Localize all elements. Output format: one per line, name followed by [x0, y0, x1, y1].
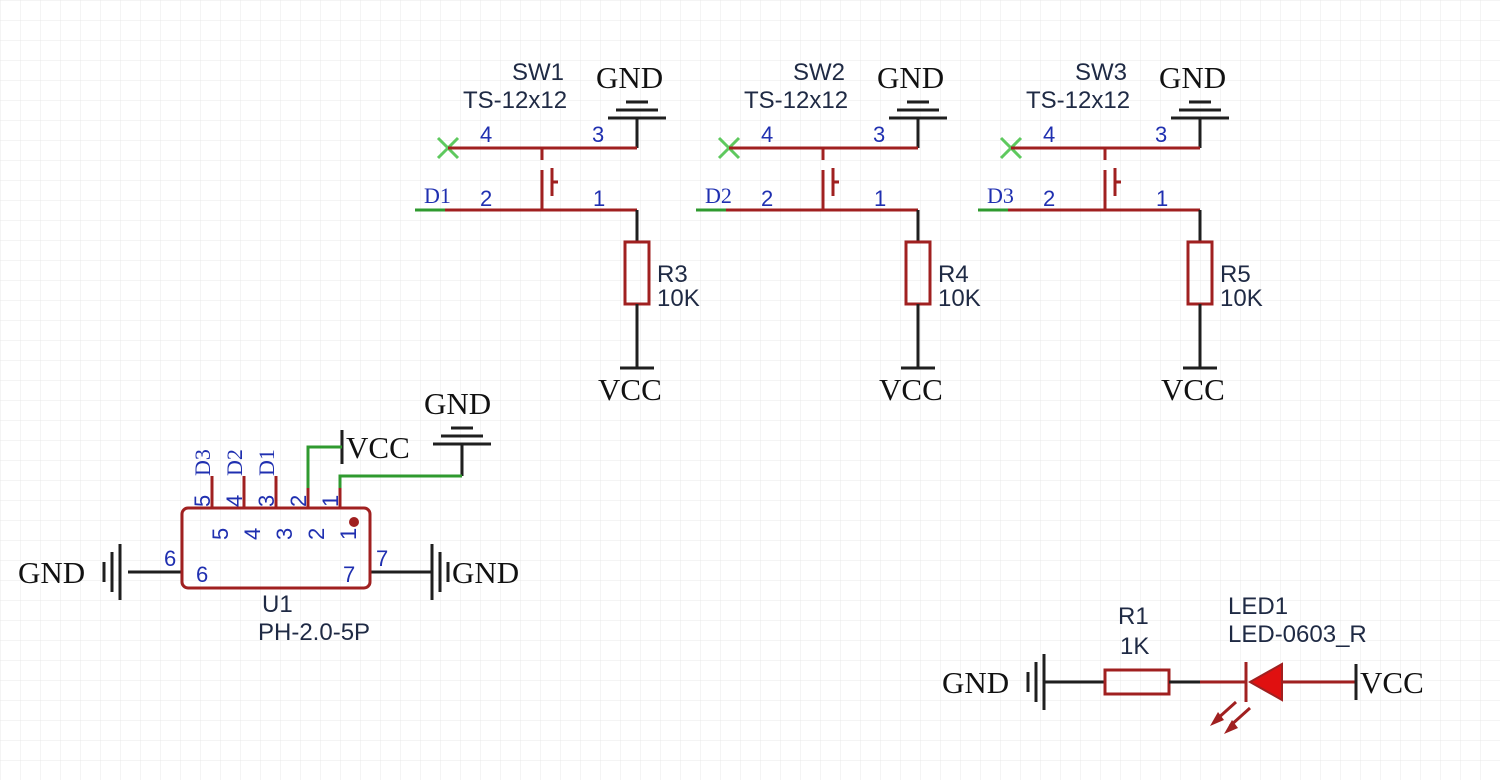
u1-gnd-right-label: GND [452, 555, 519, 590]
sw3-gnd-label: GND [1159, 60, 1226, 95]
sw3-pin3: 3 [1155, 122, 1167, 147]
r5-value: 10K [1220, 285, 1263, 312]
led-circuit[interactable]: GND R1 1K VCC LED1 LED-0603_R [942, 593, 1424, 734]
sw2-pin4: 4 [761, 122, 773, 147]
u1-ref: U1 [262, 591, 293, 618]
led-gnd-symbol [1026, 654, 1105, 710]
sw1-pin4: 4 [480, 122, 492, 147]
sw2-pin1: 1 [874, 186, 886, 211]
u1-gnd-left-label: GND [18, 555, 85, 590]
sw3-gnd-symbol [1171, 100, 1229, 148]
sw3-pin1: 1 [1156, 186, 1168, 211]
r3-ref: R3 [657, 261, 688, 288]
sw1-pin1: 1 [593, 186, 605, 211]
sw2-switch-icon [726, 146, 918, 212]
u1-gnd-top-symbol [433, 426, 491, 476]
r4-ref: R4 [938, 261, 969, 288]
sw1-pin2: 2 [480, 186, 492, 211]
r4-resistor-icon [901, 210, 935, 370]
switch-sw3-circuit[interactable]: SW3 TS-12x12 GND D3 4 3 2 1 [978, 59, 1263, 407]
sw1-ref: SW1 [512, 59, 564, 86]
sw3-pin4: 4 [1043, 122, 1055, 147]
sw1-net-label: D1 [424, 183, 451, 208]
led-diode-icon [1200, 662, 1356, 734]
u1-gnd-right-symbol [430, 544, 450, 600]
sw2-vcc-label: VCC [879, 372, 943, 407]
sw2-net-label: D2 [705, 183, 732, 208]
led1-ref: LED1 [1228, 593, 1288, 620]
u1-pin1-dot-icon [349, 517, 359, 527]
u1-pin4-outer: 4 [222, 495, 247, 507]
sw1-pin3: 3 [592, 122, 604, 147]
sw1-gnd-symbol [608, 100, 666, 148]
u1-pin7-inner: 7 [343, 562, 355, 587]
sw2-gnd-symbol [889, 100, 947, 148]
sw1-gnd-label: GND [596, 60, 663, 95]
u1-pin1-outer: 1 [318, 495, 343, 507]
sw2-gnd-label: GND [877, 60, 944, 95]
sw3-value: TS-12x12 [1026, 87, 1130, 114]
u1-net-d2: D2 [222, 449, 247, 476]
led1-value: LED-0603_R [1228, 621, 1367, 648]
switch-sw2-circuit[interactable]: SW2 TS-12x12 GND D2 4 3 2 1 [696, 59, 981, 407]
u1-pin3-outer: 3 [254, 495, 279, 507]
sw2-pin2: 2 [761, 186, 773, 211]
u1-gnd-top-label: GND [424, 386, 491, 421]
u1-pin4-inner: 4 [240, 528, 265, 540]
switch-sw1-circuit[interactable]: SW1 TS-12x12 GND D1 4 3 2 1 [415, 59, 700, 407]
sw3-net-label: D3 [987, 183, 1014, 208]
r1-value: 1K [1120, 633, 1149, 660]
r5-ref: R5 [1220, 261, 1251, 288]
led-gnd-label: GND [942, 665, 1009, 700]
u1-net-d3: D3 [190, 449, 215, 476]
r3-resistor-icon [620, 210, 654, 370]
u1-gnd-left-symbol [102, 544, 122, 600]
u1-body [180, 506, 372, 590]
u1-pin2-inner: 2 [304, 528, 329, 540]
sw1-switch-icon [445, 146, 637, 212]
sw2-value: TS-12x12 [744, 87, 848, 114]
r1-resistor-icon [1103, 668, 1200, 696]
u1-vcc-label: VCC [346, 430, 410, 465]
led-vcc-label: VCC [1360, 665, 1424, 700]
u1-pin5-outer: 5 [190, 495, 215, 507]
sw3-switch-icon [1008, 146, 1200, 212]
u1-pin-stubs [128, 476, 432, 574]
sw1-value: TS-12x12 [463, 87, 567, 114]
r1-ref: R1 [1118, 603, 1149, 630]
sw2-ref: SW2 [793, 59, 845, 86]
connector-u1[interactable]: GND VCC D3 D2 D1 5 4 3 2 1 5 [18, 386, 519, 646]
u1-pin6-outer: 6 [164, 546, 176, 571]
u1-pin1-inner: 1 [336, 528, 361, 540]
u1-pin2-outer: 2 [286, 495, 311, 507]
sw1-vcc-label: VCC [598, 372, 662, 407]
r3-value: 10K [657, 285, 700, 312]
sw3-pin2: 2 [1043, 186, 1055, 211]
u1-pin3-inner: 3 [272, 528, 297, 540]
sw3-ref: SW3 [1075, 59, 1127, 86]
u1-value: PH-2.0-5P [258, 619, 370, 646]
sw3-vcc-label: VCC [1161, 372, 1225, 407]
u1-pin7-outer: 7 [376, 546, 388, 571]
r4-value: 10K [938, 285, 981, 312]
r5-resistor-icon [1183, 210, 1217, 370]
u1-pin6-inner: 6 [196, 562, 208, 587]
sw2-pin3: 3 [873, 122, 885, 147]
u1-gnd-wire [338, 474, 462, 488]
u1-vcc-wire [306, 445, 342, 488]
u1-pin5-inner: 5 [208, 528, 233, 540]
u1-net-d1: D1 [254, 449, 279, 476]
